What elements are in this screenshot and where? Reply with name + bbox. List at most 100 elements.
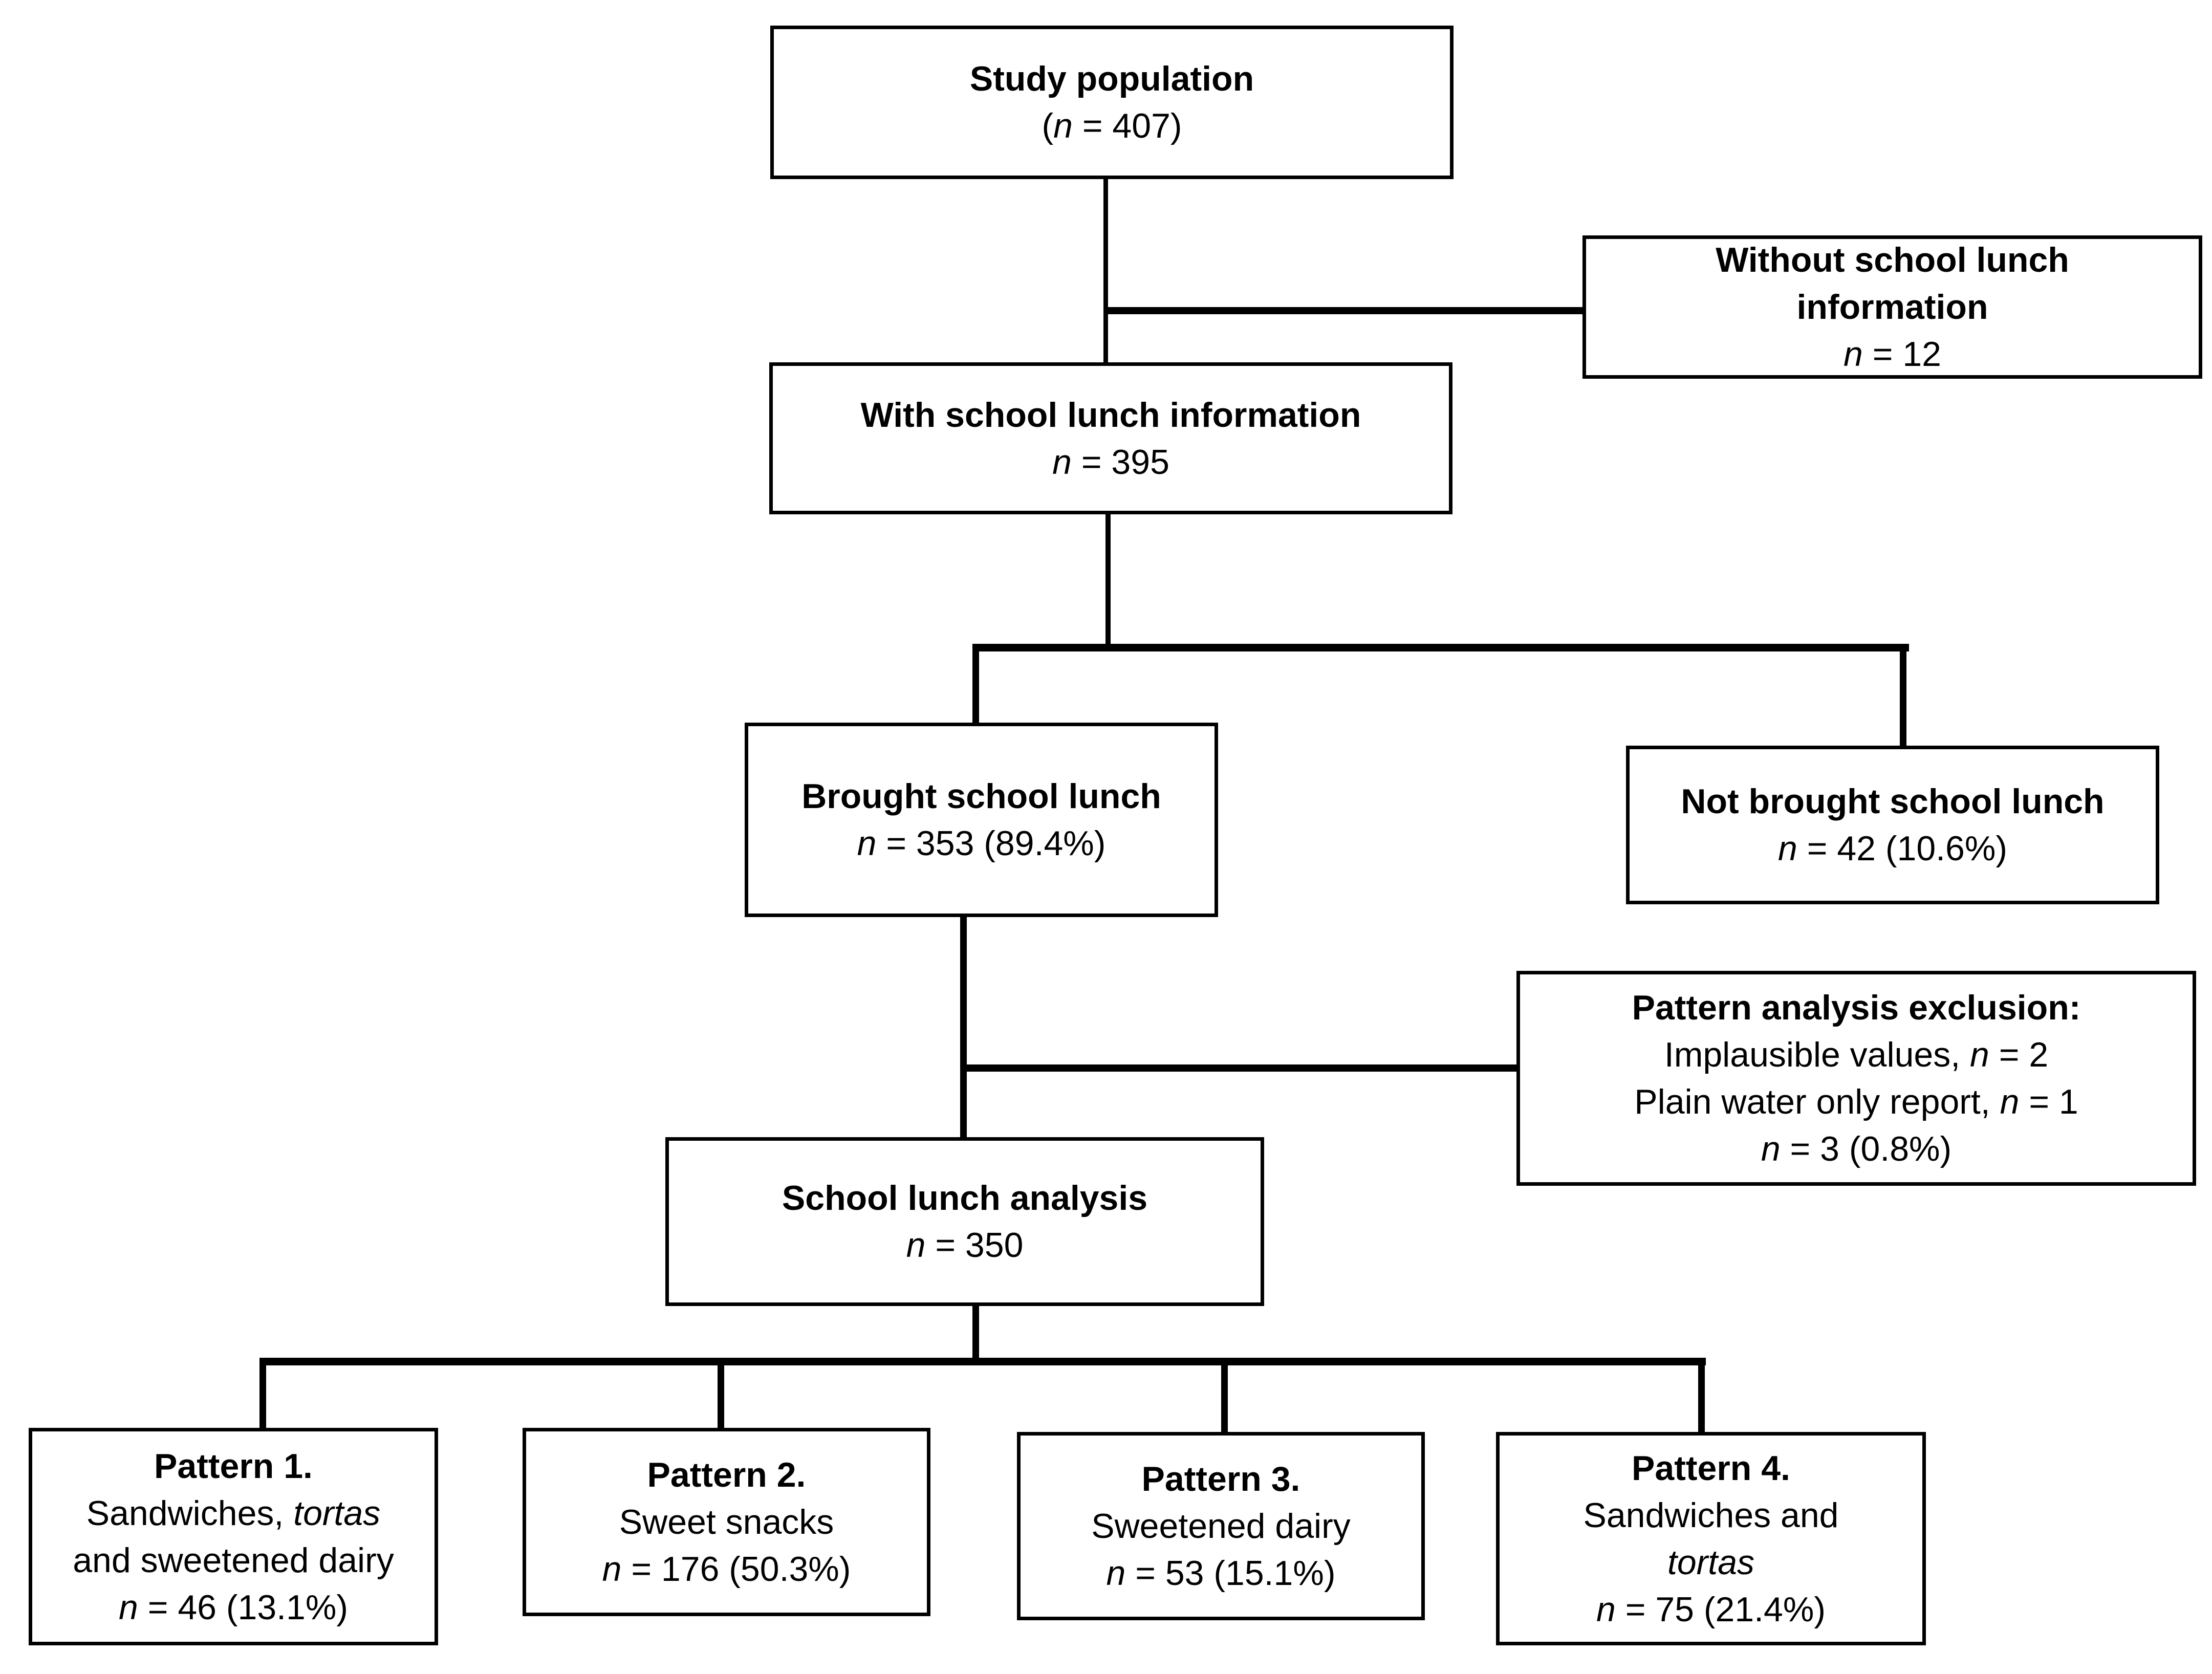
connector-brought-to-analysis bbox=[960, 917, 967, 1137]
text-segment: = 42 (10.6%) bbox=[1797, 829, 2007, 868]
text-line: Sandwiches and bbox=[1583, 1492, 1838, 1539]
text-segment: tortas bbox=[293, 1493, 381, 1533]
text-segment: n bbox=[857, 824, 877, 863]
node-study-population: Study population (n = 407) bbox=[770, 26, 1454, 179]
text-line: (n = 407) bbox=[1042, 102, 1182, 149]
connector-with-to-split bbox=[1105, 513, 1111, 650]
text-segment: n bbox=[1053, 106, 1073, 145]
node-pattern-analysis-exclusion: Pattern analysis exclusion: Implausible v… bbox=[1516, 971, 2196, 1186]
text-segment: n bbox=[1844, 335, 1863, 374]
text-line: n = 350 bbox=[906, 1222, 1024, 1269]
text-line: Without school lunch bbox=[1716, 236, 2069, 284]
text-segment: n bbox=[602, 1550, 622, 1589]
text-segment: = 350 bbox=[925, 1226, 1024, 1265]
text-line: Sweetened dairy bbox=[1091, 1503, 1351, 1550]
node-brought-school-lunch: Brought school lunch n = 353 (89.4%) bbox=[745, 723, 1218, 917]
text-line: Study population bbox=[970, 55, 1254, 102]
text-line: n = 176 (50.3%) bbox=[602, 1546, 851, 1593]
text-segment: Without school lunch bbox=[1716, 241, 2069, 279]
text-segment: Study population bbox=[969, 59, 1254, 98]
text-line: Pattern 1. bbox=[154, 1443, 313, 1490]
text-line: Brought school lunch bbox=[801, 773, 1161, 820]
connector-analysis-to-bar bbox=[972, 1306, 979, 1360]
text-line: n = 395 bbox=[1052, 439, 1169, 486]
text-segment: Implausible values, bbox=[1664, 1035, 1970, 1074]
connector-distribution-bar bbox=[259, 1358, 1706, 1365]
text-segment: = 53 (15.1%) bbox=[1125, 1554, 1336, 1593]
text-line: Pattern 2. bbox=[647, 1451, 806, 1498]
text-segment: Pattern 2. bbox=[647, 1455, 806, 1494]
text-line: Sweet snacks bbox=[619, 1498, 834, 1546]
node-school-lunch-analysis: School lunch analysis n = 350 bbox=[665, 1137, 1264, 1306]
text-segment: n bbox=[906, 1226, 926, 1265]
text-segment: Pattern 4. bbox=[1632, 1448, 1790, 1488]
text-segment: n bbox=[1778, 829, 1797, 868]
text-line: information bbox=[1797, 284, 1988, 331]
text-segment: Plain water only report, bbox=[1634, 1082, 2000, 1121]
text-segment: Pattern analysis exclusion: bbox=[1632, 988, 2081, 1027]
text-segment: School lunch analysis bbox=[782, 1179, 1148, 1218]
text-line: School lunch analysis bbox=[782, 1175, 1147, 1222]
text-segment: = 176 (50.3%) bbox=[621, 1550, 851, 1589]
text-line: n = 75 (21.4%) bbox=[1596, 1586, 1826, 1633]
text-line: n = 42 (10.6%) bbox=[1778, 825, 2007, 872]
text-segment: = 12 bbox=[1862, 335, 1941, 374]
text-line: Plain water only report, n = 1 bbox=[1634, 1078, 2078, 1125]
node-without-school-lunch-information: Without school lunch information n = 12 bbox=[1582, 235, 2202, 379]
text-segment: Pattern 3. bbox=[1141, 1460, 1300, 1498]
text-segment: = 1 bbox=[2019, 1082, 2078, 1121]
text-line: n = 12 bbox=[1844, 331, 1941, 378]
text-segment: Pattern 1. bbox=[154, 1446, 313, 1486]
connector-branch-without bbox=[1105, 307, 1582, 314]
text-segment: n bbox=[2000, 1082, 2020, 1121]
text-line: tortas bbox=[1667, 1539, 1754, 1586]
connector-drop-pattern2 bbox=[718, 1358, 724, 1428]
connector-drop-pattern3 bbox=[1221, 1358, 1228, 1432]
text-line: n = 53 (15.1%) bbox=[1107, 1550, 1336, 1597]
text-line: n = 353 (89.4%) bbox=[857, 820, 1106, 867]
text-segment: Brought school lunch bbox=[801, 777, 1161, 816]
connector-drop-pattern1 bbox=[259, 1358, 266, 1428]
text-segment: n bbox=[1106, 1554, 1126, 1593]
text-segment: n bbox=[1596, 1590, 1616, 1629]
text-line: Sandwiches, tortas bbox=[86, 1490, 381, 1537]
connector-drop-not-brought bbox=[1900, 644, 1906, 746]
node-with-school-lunch-information: With school lunch information n = 395 bbox=[769, 362, 1452, 514]
text-line: With school lunch information bbox=[861, 392, 1361, 439]
node-pattern-2: Pattern 2. Sweet snacks n = 176 (50.3%) bbox=[523, 1428, 930, 1616]
text-segment: = 75 (21.4%) bbox=[1615, 1590, 1826, 1629]
text-segment: n bbox=[119, 1588, 138, 1627]
text-line: Pattern 3. bbox=[1142, 1455, 1300, 1503]
text-line: Implausible values, n = 2 bbox=[1664, 1031, 2048, 1078]
text-line: n = 46 (13.1%) bbox=[119, 1584, 348, 1631]
text-segment: = 3 (0.8%) bbox=[1780, 1129, 1952, 1168]
text-segment: Sandwiches, bbox=[86, 1493, 294, 1533]
text-segment: With school lunch information bbox=[860, 395, 1361, 434]
node-not-brought-school-lunch: Not brought school lunch n = 42 (10.6%) bbox=[1626, 746, 2159, 904]
text-line: Not brought school lunch bbox=[1681, 778, 2104, 825]
connector-drop-brought bbox=[972, 644, 979, 723]
text-segment: Sandwiches and bbox=[1583, 1495, 1839, 1535]
text-line: n = 3 (0.8%) bbox=[1761, 1125, 1951, 1172]
connector-drop-pattern4 bbox=[1698, 1358, 1705, 1432]
text-segment: Sweet snacks bbox=[619, 1503, 834, 1541]
text-segment: = 407) bbox=[1072, 106, 1182, 145]
text-segment: tortas bbox=[1667, 1542, 1755, 1582]
text-segment: = 353 (89.4%) bbox=[876, 824, 1106, 863]
connector-split-bar bbox=[972, 644, 1909, 651]
text-segment: information bbox=[1796, 288, 1988, 327]
text-line: and sweetened dairy bbox=[73, 1537, 394, 1584]
text-segment: and sweetened dairy bbox=[73, 1540, 394, 1580]
connector-study-to-with bbox=[1103, 177, 1108, 363]
connector-branch-exclusion bbox=[960, 1064, 1516, 1072]
text-line: Pattern analysis exclusion: bbox=[1632, 984, 2081, 1031]
text-segment: = 395 bbox=[1071, 442, 1169, 482]
text-segment: n bbox=[1052, 442, 1072, 482]
text-segment: n bbox=[1761, 1129, 1781, 1168]
text-segment: n bbox=[1970, 1035, 1989, 1074]
text-segment: Not brought school lunch bbox=[1681, 782, 2105, 821]
